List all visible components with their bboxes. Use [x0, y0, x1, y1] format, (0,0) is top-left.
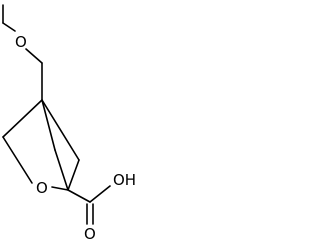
bond-carboxyl-hydroxyl [89, 185, 111, 203]
chemical-structure: O O OH O [2, 4, 136, 242]
bond-bridge-ch2-front [41, 99, 56, 151]
bond-oxygen-methylene [25, 48, 43, 64]
bond-bridgehead-ring-ch2-b [41, 99, 80, 161]
hydroxyl-label: OH [113, 171, 136, 189]
ring-oxygen-label: O [36, 179, 48, 197]
bond-bridgehead-carboxyl [67, 189, 91, 203]
ether-oxygen-label: O [15, 33, 27, 51]
bond-ring-ch2-b-bridgehead [67, 159, 80, 191]
carbonyl-oxygen-label: O [84, 225, 96, 242]
bond-methyl-oxygen [2, 22, 16, 32]
bond-bridgehead-ring-ch2-a [2, 99, 43, 138]
bond-bridge-ch2-back [54, 149, 69, 191]
bond-ring-ch2-a-oxygen [2, 136, 33, 184]
bond-oxygen-bridgehead [51, 186, 69, 191]
